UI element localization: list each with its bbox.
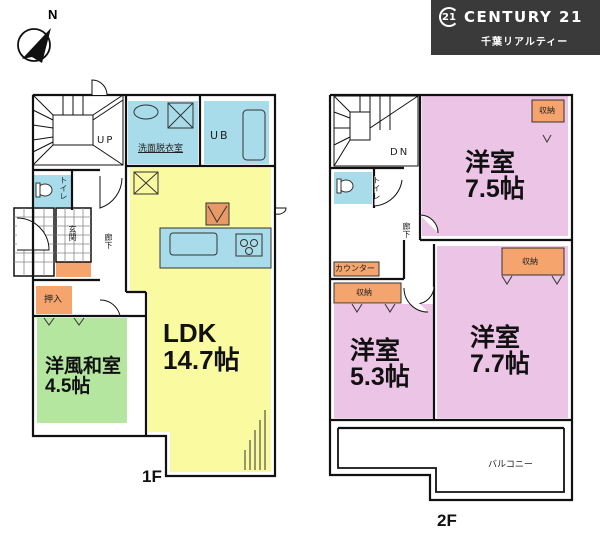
century21-logo: 21 CENTURY 21 千葉リアルティー <box>431 0 600 55</box>
storage-label-bed3: 収納 <box>356 288 372 297</box>
bedroom-7-5: 洋室 7.5帖 <box>465 150 525 203</box>
ldk-name: LDK <box>163 318 217 348</box>
bedroom-7-7-size: 7.7帖 <box>470 350 530 379</box>
bath-label: UB <box>210 129 230 142</box>
washroom-label: 洗面脱衣室 <box>138 144 184 154</box>
storage-label-bed2: 収納 <box>522 257 538 266</box>
bedroom-5-3-name: 洋室 <box>350 337 401 365</box>
ldk-size: 14.7帖 <box>163 345 240 376</box>
bedroom-7-5-size: 7.5帖 <box>465 175 525 204</box>
compass: N <box>10 5 60 65</box>
compass-north-icon <box>17 28 51 63</box>
bedroom-5-3-size: 5.3帖 <box>350 363 410 392</box>
floor-2f-label: 2F <box>437 511 457 530</box>
hall-label-1f: 廊下 <box>104 233 113 249</box>
brand-subtitle: 千葉リアルティー <box>481 37 569 48</box>
brand-name: CENTURY 21 <box>464 8 583 26</box>
bedroom-7-7-name: 洋室 <box>470 324 521 352</box>
storage-label-bed1: 収納 <box>539 106 555 115</box>
stairs-down-label: DN <box>390 147 410 158</box>
floor-1f-label: 1F <box>142 467 162 486</box>
entrance-label: 玄関 <box>68 225 77 241</box>
toilet-label-2f: トイレ <box>372 176 381 200</box>
bedroom-5-3: 洋室 5.3帖 <box>350 338 410 391</box>
washitsu-size: 4.5帖 <box>45 375 91 397</box>
toilet-label-1f: トイレ <box>59 176 68 200</box>
stairs-up-label: UP <box>97 135 115 146</box>
balcony-label: バルコニー <box>488 460 533 470</box>
hall-label-2f: 廊下 <box>402 222 411 238</box>
century21-badge-icon: 21 <box>439 7 459 27</box>
bedroom-7-7: 洋室 7.7帖 <box>470 325 530 378</box>
counter-label: カウンター <box>335 264 375 273</box>
bedroom-7-5-name: 洋室 <box>465 149 516 177</box>
closet-label: 押入 <box>44 295 63 305</box>
washitsu-room: 洋風和室 4.5帖 <box>45 357 121 397</box>
compass-label: N <box>48 7 58 22</box>
ldk-room: LDK 14.7帖 <box>163 318 240 376</box>
washitsu-name: 洋風和室 <box>45 356 122 377</box>
